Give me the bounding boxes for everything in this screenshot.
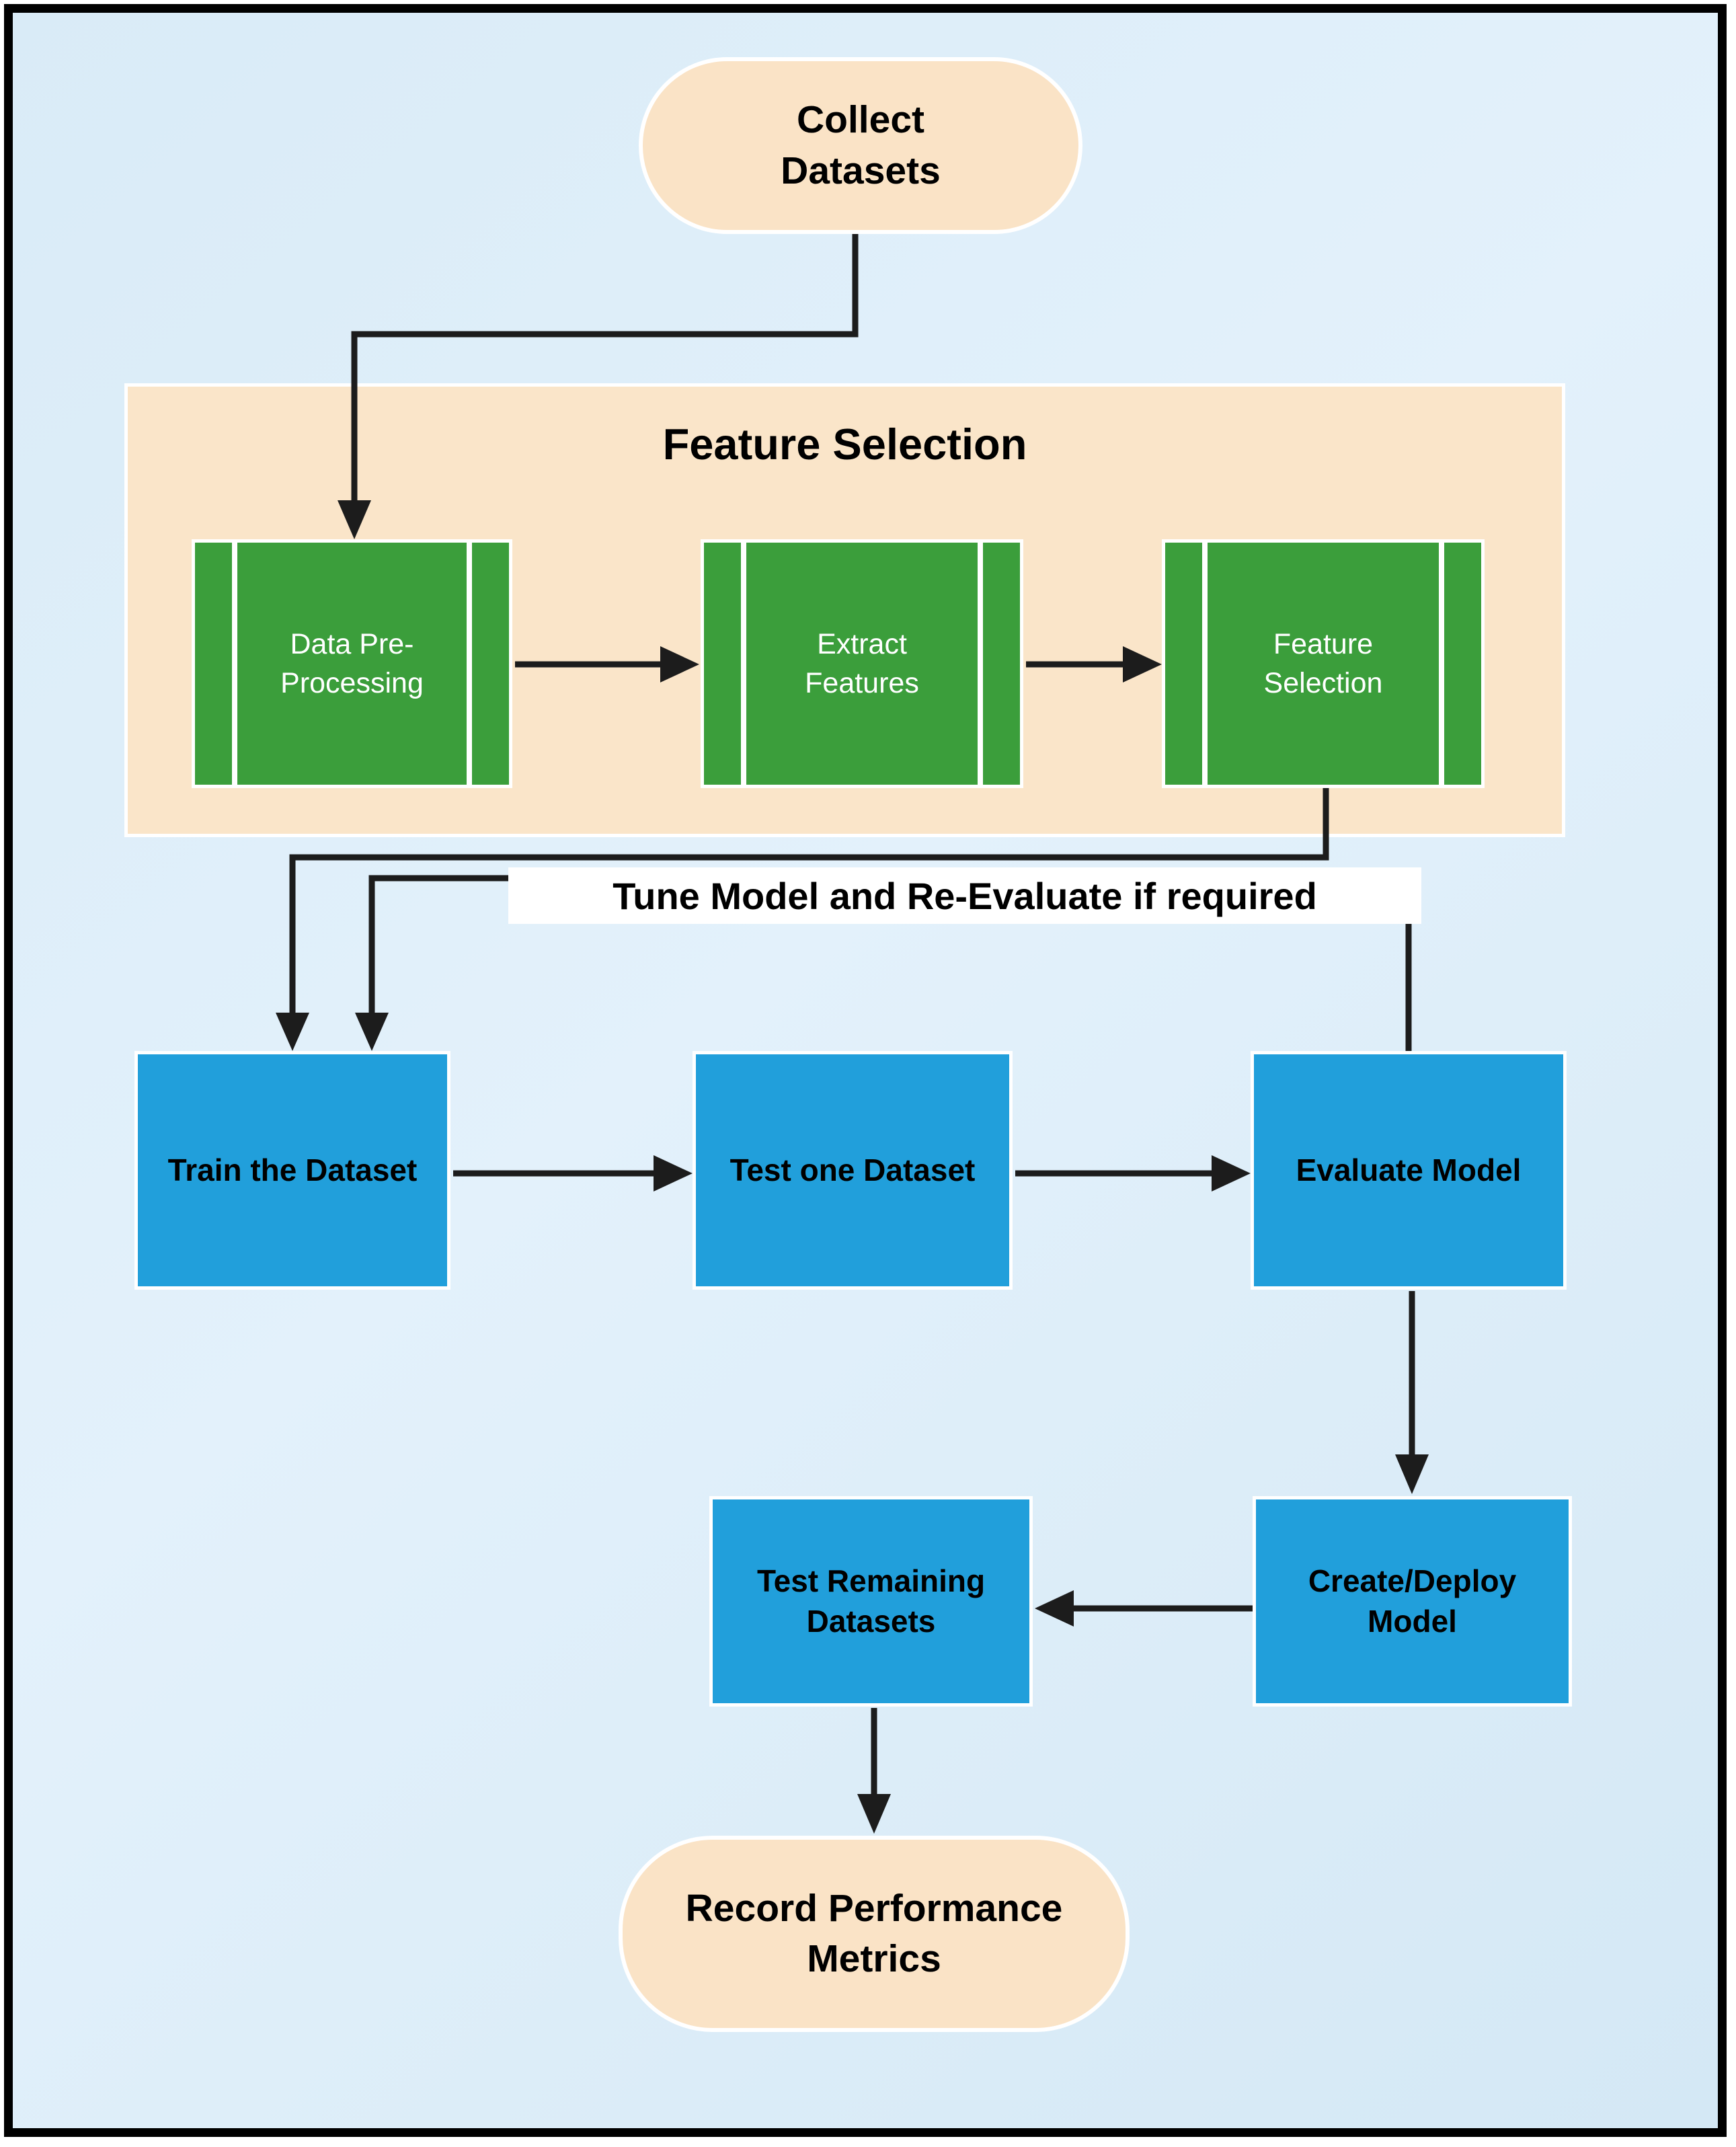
node-test-remaining-datasets: Test Remaining Datasets	[709, 1496, 1033, 1707]
node-record-performance-metrics: Record Performance Metrics	[619, 1836, 1130, 2032]
note-label: Tune Model and Re-Evaluate if required	[613, 874, 1317, 917]
node-body: Feature Selection	[1208, 543, 1439, 785]
node-train-dataset: Train the Dataset	[134, 1051, 450, 1290]
node-label: Test one Dataset	[729, 1152, 976, 1187]
node-label: Data Pre- Processing	[280, 627, 424, 699]
node-label: Feature Selection	[1263, 627, 1383, 699]
node-label: Test Remaining Datasets	[756, 1563, 986, 1639]
node-label: Train the Dataset	[167, 1152, 418, 1187]
stripe-left	[704, 543, 741, 785]
stripe-left	[195, 543, 232, 785]
node-feature-selection: Feature Selection	[1162, 539, 1485, 788]
node-label: Create/Deploy Model	[1308, 1563, 1517, 1639]
group-title: Feature Selection	[662, 420, 1027, 469]
node-body: Data Pre- Processing	[237, 543, 467, 785]
node-label: Collect Datasets	[781, 98, 941, 192]
node-body: Extract Features	[746, 543, 978, 785]
node-extract-features: Extract Features	[701, 539, 1023, 788]
node-test-one-dataset: Test one Dataset	[693, 1051, 1013, 1290]
node-create-deploy-model: Create/Deploy Model	[1253, 1496, 1572, 1707]
node-data-preprocessing: Data Pre- Processing	[192, 539, 512, 788]
node-collect-datasets: Collect Datasets	[639, 57, 1082, 234]
stripe-left	[1165, 543, 1202, 785]
stripe-right	[983, 543, 1020, 785]
stripe-right	[1444, 543, 1481, 785]
node-evaluate-model: Evaluate Model	[1251, 1051, 1567, 1290]
node-label: Extract Features	[805, 627, 919, 699]
note-tune-model: Tune Model and Re-Evaluate if required	[508, 867, 1421, 924]
stripe-right	[472, 543, 509, 785]
node-label: Record Performance Metrics	[685, 1886, 1063, 1980]
node-label: Evaluate Model	[1296, 1152, 1522, 1187]
